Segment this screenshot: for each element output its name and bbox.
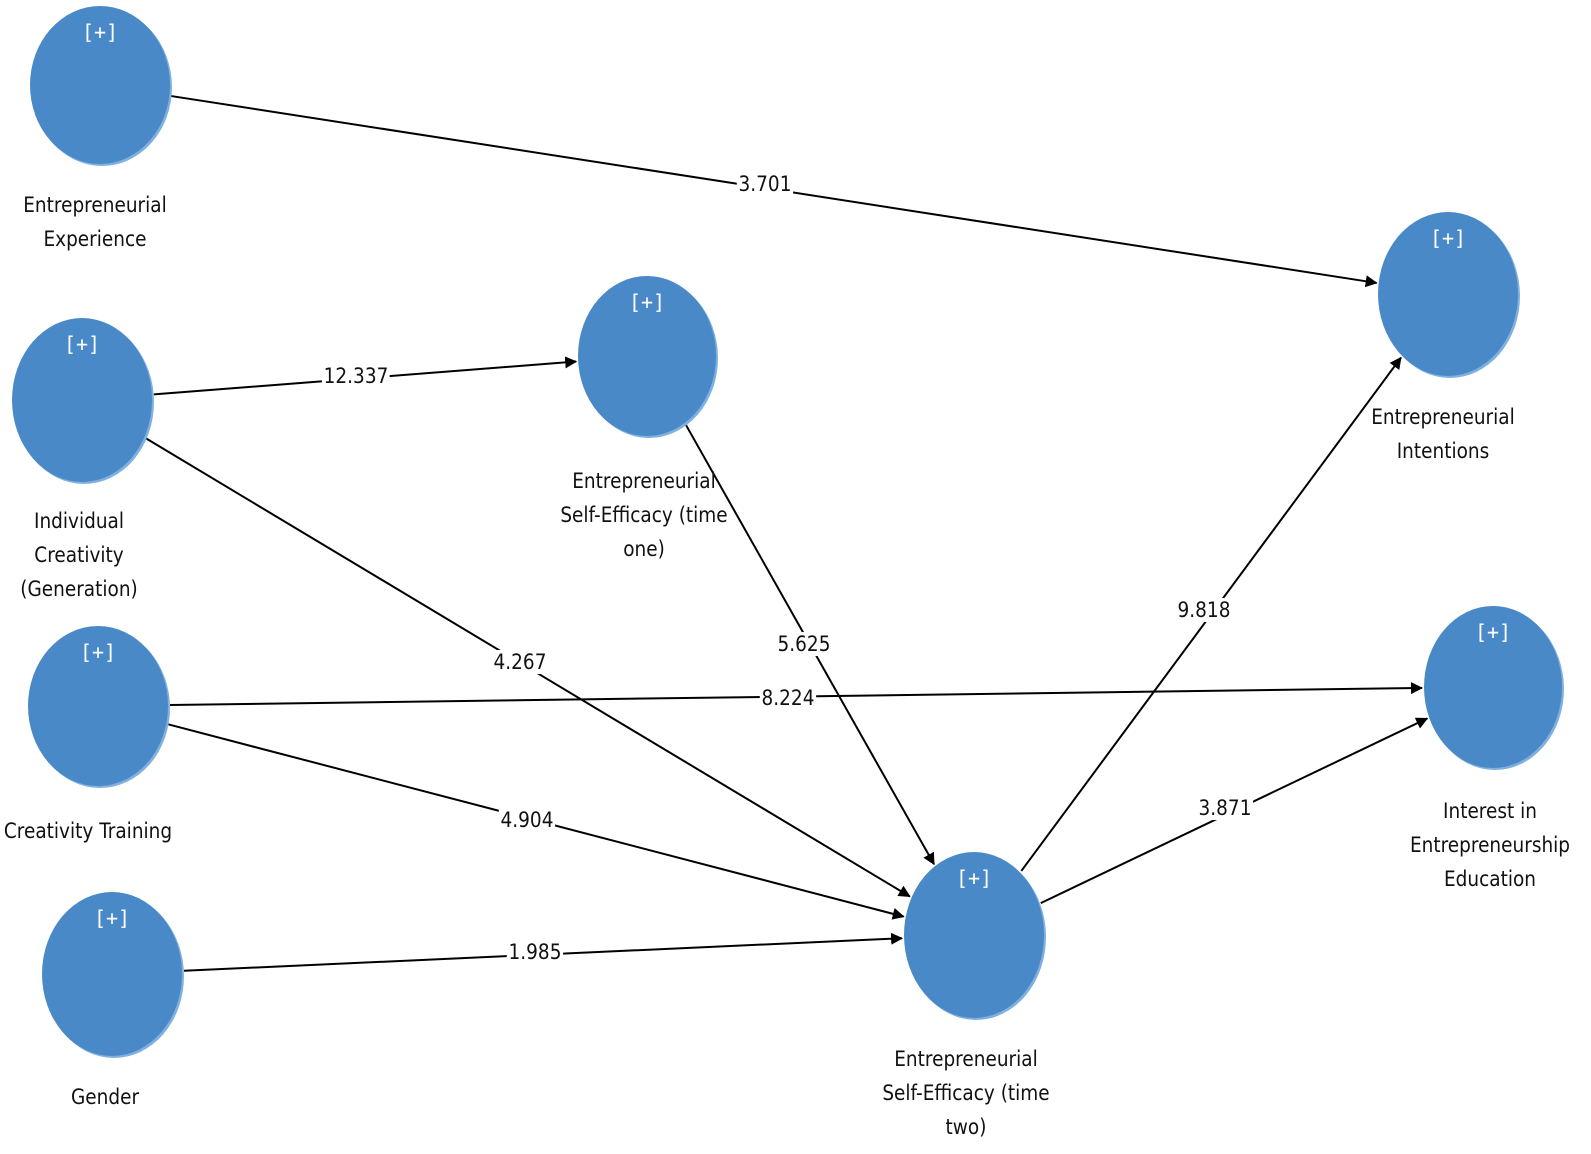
- expand-icon[interactable]: [+]: [93, 906, 131, 930]
- expand-icon[interactable]: [+]: [1474, 620, 1512, 644]
- expand-icon[interactable]: [+]: [79, 640, 117, 664]
- path-coefficient-experience-intentions: 3.701: [736, 172, 794, 196]
- label-entrepreneurial-experience: Entrepreneurial Experience: [23, 193, 167, 251]
- path-coefficient-creativity-ese2: 4.267: [491, 650, 549, 674]
- expand-icon[interactable]: [+]: [63, 332, 101, 356]
- construct-node-ese-time-one[interactable]: [+]: [578, 276, 716, 436]
- path-coefficient-gender-ese2: 1.985: [506, 940, 564, 964]
- label-gender: Gender: [70, 1085, 140, 1109]
- path-coefficient-ese1-ese2: 5.625: [775, 632, 833, 656]
- path-coefficient-training-interest: 8.224: [759, 686, 817, 710]
- label-entrepreneurial-intentions: Entrepreneurial Intentions: [1371, 405, 1515, 463]
- construct-node-individual-creativity[interactable]: [+]: [12, 318, 152, 482]
- label-interest-education: Interest in Entrepreneurship Education: [1409, 799, 1571, 891]
- construct-node-entrepreneurial-intentions[interactable]: [+]: [1378, 212, 1518, 376]
- construct-node-gender[interactable]: [+]: [42, 892, 182, 1056]
- label-creativity-training: Creativity Training: [3, 819, 173, 843]
- path-coefficient-ese2-interest: 3.871: [1196, 796, 1254, 820]
- path-coefficient-creativity-ese1: 12.337: [321, 364, 391, 388]
- label-ese-time-one: Entrepreneurial Self-Efficacy (time one): [560, 469, 728, 561]
- label-ese-time-two: Entrepreneurial Self-Efficacy (time two): [882, 1047, 1050, 1139]
- expand-icon[interactable]: [+]: [1429, 226, 1467, 250]
- path-coefficient-ese2-intentions: 9.818: [1175, 598, 1233, 622]
- label-individual-creativity: Individual Creativity (Generation): [20, 509, 138, 601]
- expand-icon[interactable]: [+]: [81, 20, 119, 44]
- expand-icon[interactable]: [+]: [628, 290, 666, 314]
- construct-node-creativity-training[interactable]: [+]: [28, 626, 168, 786]
- path-coefficient-training-ese2: 4.904: [498, 808, 556, 832]
- construct-node-entrepreneurial-experience[interactable]: [+]: [30, 6, 170, 164]
- expand-icon[interactable]: [+]: [955, 866, 993, 890]
- construct-node-ese-time-two[interactable]: [+]: [904, 852, 1044, 1018]
- construct-node-interest-education[interactable]: [+]: [1424, 606, 1562, 768]
